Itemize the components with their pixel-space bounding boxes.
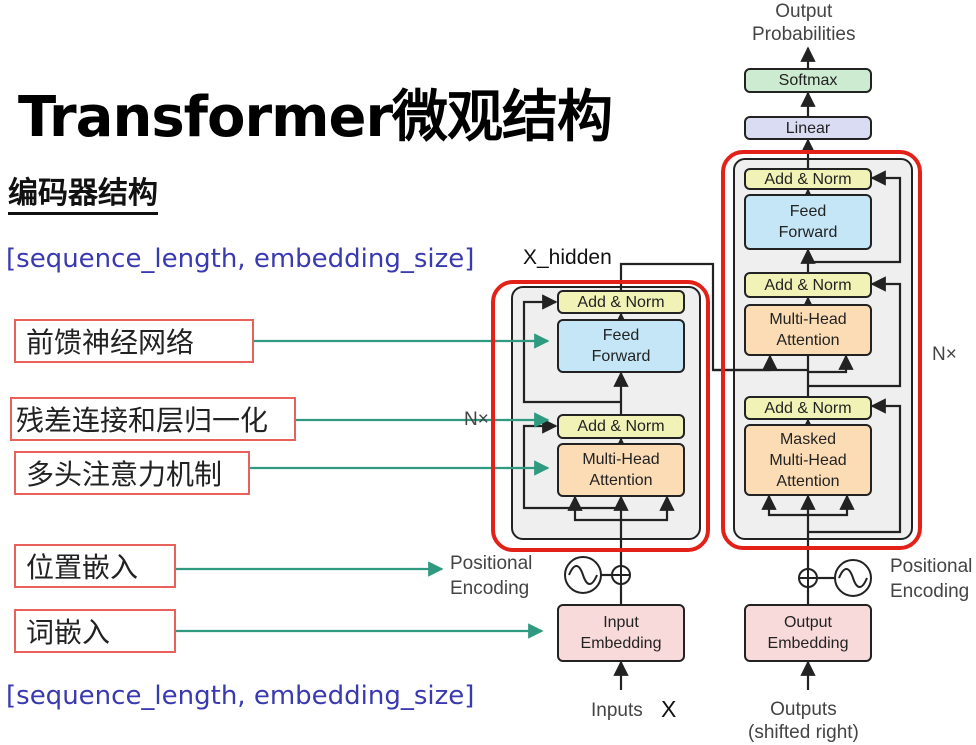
decoder-highlight bbox=[721, 150, 922, 550]
shape-label-top: [sequence_length, embedding_size] bbox=[6, 244, 475, 274]
hidden-label: X_hidden bbox=[523, 246, 612, 269]
decoder-nx-label: N× bbox=[932, 344, 957, 365]
shape-label-bottom: [sequence_length, embedding_size] bbox=[6, 681, 475, 711]
annotation-word-embedding: 词嵌入 bbox=[14, 609, 176, 653]
encoder-add-norm-top: Add & Norm bbox=[557, 290, 685, 314]
annotation-residual-norm: 残差连接和层归一化 bbox=[10, 397, 296, 441]
linear-block: Linear bbox=[744, 116, 872, 140]
encoder-highlight bbox=[491, 280, 710, 552]
annotation-multi-head: 多头注意力机制 bbox=[14, 451, 250, 495]
decoder-add-norm-1: Add & Norm bbox=[744, 168, 872, 190]
annotation-positional: 位置嵌入 bbox=[14, 544, 176, 588]
outputs-label: Outputs (shifted right) bbox=[748, 699, 859, 743]
decoder-add-norm-2: Add & Norm bbox=[744, 272, 872, 298]
encoder-feed-forward: Feed Forward bbox=[557, 319, 685, 373]
inputs-label: Inputs bbox=[591, 700, 643, 721]
decoder-masked-multi-head-attention: Masked Multi-Head Attention bbox=[744, 424, 872, 496]
page-title: Transformer微观结构 bbox=[18, 85, 613, 150]
decoder-positional-encoding-label: Positional Encoding bbox=[890, 556, 973, 602]
input-embedding: Input Embedding bbox=[557, 604, 685, 662]
encoder-multi-head-attention: Multi-Head Attention bbox=[557, 443, 685, 497]
softmax-block: Softmax bbox=[744, 68, 872, 93]
output-embedding: Output Embedding bbox=[744, 604, 872, 662]
output-probabilities-label: Output Probabilities bbox=[752, 1, 856, 45]
decoder-feed-forward: Feed Forward bbox=[744, 194, 872, 250]
inputs-x-label: X bbox=[661, 696, 677, 722]
section-subtitle: 编码器结构 bbox=[8, 176, 158, 215]
decoder-add-norm-3: Add & Norm bbox=[744, 396, 872, 420]
annotation-feed-forward: 前馈神经网络 bbox=[14, 319, 254, 363]
encoder-add-norm-bottom: Add & Norm bbox=[557, 414, 685, 439]
decoder-multi-head-attention: Multi-Head Attention bbox=[744, 304, 872, 356]
encoder-positional-encoding-label: Positional Encoding bbox=[450, 553, 533, 599]
encoder-nx-label: N× bbox=[464, 409, 489, 430]
